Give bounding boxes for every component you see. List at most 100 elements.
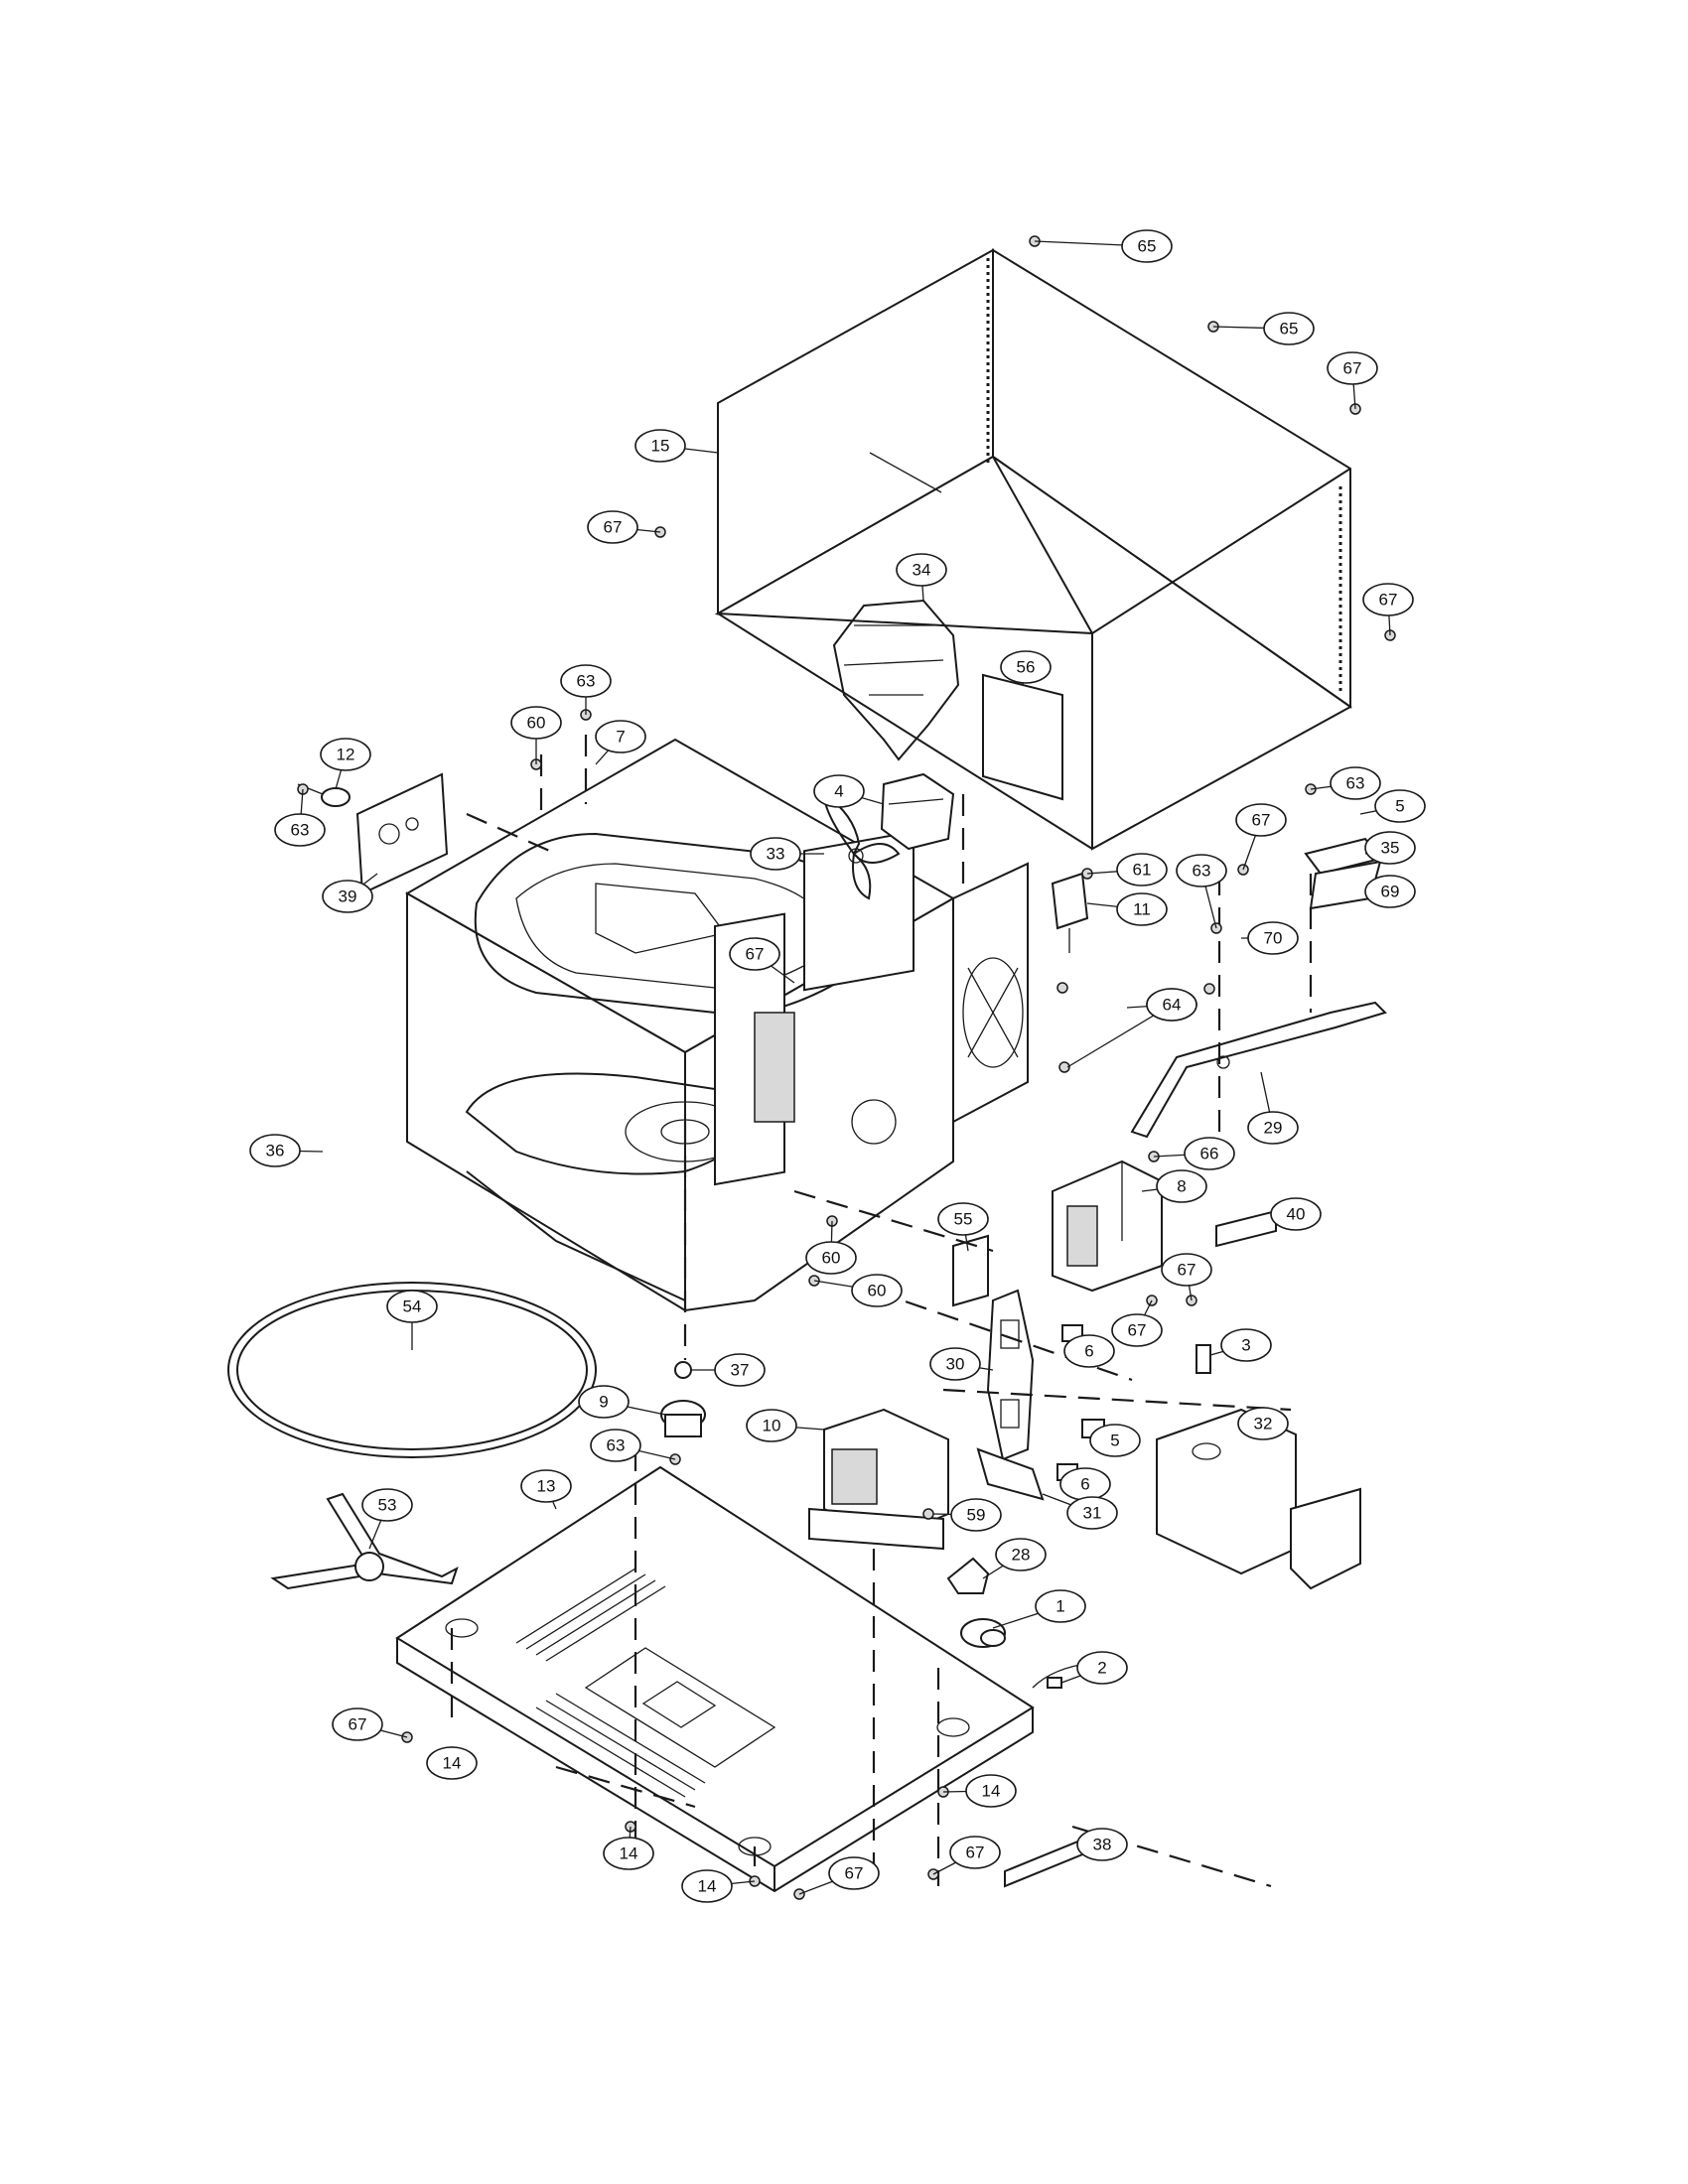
callout-12: 12	[320, 738, 371, 771]
callout-67: 67	[1327, 351, 1378, 385]
callout-14: 14	[603, 1837, 654, 1870]
waveguide-cover-34	[832, 599, 960, 761]
callout-label: 65	[1280, 320, 1299, 339]
callout-6: 6	[1059, 1467, 1111, 1501]
lamp-bracket-39	[355, 772, 449, 895]
callout-label: 55	[954, 1210, 973, 1229]
callout-label: 14	[620, 1844, 638, 1863]
callout-label: 67	[604, 518, 623, 537]
callout-63: 63	[590, 1429, 641, 1462]
callout-label: 69	[1381, 883, 1400, 901]
callout-5: 5	[1089, 1424, 1141, 1457]
callout-38: 38	[1076, 1828, 1128, 1861]
callout-65: 65	[1263, 312, 1315, 345]
callout-8: 8	[1156, 1169, 1207, 1203]
callout-label: 5	[1110, 1432, 1119, 1450]
callout-label: 67	[1178, 1261, 1196, 1280]
callout-label: 70	[1264, 929, 1283, 948]
callout-63: 63	[1330, 766, 1381, 800]
callout-labels: 6565671567346756636071263394336356735696…	[249, 229, 1426, 1903]
callout-56: 56	[1000, 650, 1052, 684]
callout-label: 6	[1080, 1475, 1089, 1494]
callout-label: 5	[1395, 797, 1404, 816]
callout-35: 35	[1364, 831, 1416, 865]
callout-label: 15	[651, 437, 670, 456]
callout-label: 54	[403, 1297, 422, 1316]
callout-label: 60	[822, 1249, 841, 1268]
callout-label: 67	[1343, 359, 1362, 378]
callout-label: 59	[967, 1506, 986, 1525]
callout-label: 63	[577, 672, 596, 691]
callout-31: 31	[1066, 1496, 1118, 1530]
callout-label: 34	[913, 561, 931, 580]
transformer-8	[1052, 1160, 1163, 1293]
callout-60: 60	[510, 706, 562, 740]
callout-64: 64	[1146, 988, 1197, 1022]
callout-label: 67	[1379, 591, 1398, 610]
callout-label: 4	[834, 782, 843, 801]
callout-60: 60	[805, 1241, 857, 1275]
callout-label: 2	[1097, 1659, 1106, 1678]
callout-61: 61	[1116, 853, 1168, 887]
callout-label: 13	[537, 1477, 556, 1496]
callout-label: 40	[1287, 1205, 1306, 1224]
callout-54: 54	[386, 1290, 438, 1323]
bracket-28	[946, 1557, 990, 1594]
callout-label: 9	[599, 1393, 608, 1412]
callout-69: 69	[1364, 875, 1416, 908]
callout-label: 11	[1133, 900, 1151, 919]
callout-15: 15	[634, 429, 686, 463]
callout-14: 14	[426, 1746, 478, 1780]
callout-label: 14	[698, 1877, 717, 1896]
callout-65: 65	[1121, 229, 1173, 263]
callout-label: 35	[1381, 839, 1400, 858]
callout-label: 33	[767, 845, 785, 864]
callout-67: 67	[1362, 583, 1414, 616]
outer-cabinet	[714, 248, 1352, 851]
callout-32: 32	[1237, 1407, 1289, 1440]
door-link-29	[1130, 1001, 1387, 1139]
label-55	[952, 1234, 989, 1307]
label-56	[982, 673, 1063, 801]
turntable-coupler-53	[270, 1492, 459, 1590]
coupler-37	[674, 1361, 692, 1379]
callout-label: 66	[1200, 1145, 1219, 1163]
air-guide-32	[1156, 1408, 1361, 1590]
callout-label: 64	[1163, 996, 1182, 1015]
callout-label: 31	[1083, 1504, 1102, 1523]
callout-label: 1	[1055, 1597, 1064, 1616]
callout-29: 29	[1247, 1111, 1299, 1145]
callout-53: 53	[361, 1488, 413, 1522]
callout-label: 3	[1241, 1336, 1250, 1355]
callout-66: 66	[1184, 1137, 1235, 1170]
callout-13: 13	[520, 1469, 572, 1503]
callout-63: 63	[274, 813, 326, 847]
hv-transformer-10	[808, 1408, 949, 1551]
turntable-motor-9	[660, 1400, 706, 1437]
callout-60: 60	[851, 1274, 903, 1307]
callout-2: 2	[1076, 1651, 1128, 1685]
callout-67: 67	[1235, 803, 1287, 837]
callout-3: 3	[1220, 1328, 1272, 1362]
callout-label: 63	[1193, 862, 1211, 881]
callout-30: 30	[929, 1347, 981, 1381]
callout-label: 63	[1346, 774, 1365, 793]
fuse-3	[1196, 1344, 1211, 1374]
callout-label: 14	[443, 1754, 462, 1773]
bar-40	[1215, 1209, 1277, 1248]
callout-11: 11	[1116, 892, 1168, 926]
callout-label: 6	[1084, 1342, 1093, 1361]
callout-label: 28	[1012, 1546, 1031, 1565]
callout-label: 39	[339, 887, 357, 906]
callout-label: 37	[731, 1361, 750, 1380]
callout-37: 37	[714, 1353, 766, 1387]
callout-label: 8	[1177, 1177, 1186, 1196]
callout-5: 5	[1374, 789, 1426, 823]
callout-9: 9	[578, 1385, 630, 1419]
callout-67: 67	[828, 1856, 880, 1890]
callout-label: 67	[966, 1843, 985, 1862]
callout-label: 60	[868, 1282, 887, 1300]
callout-14: 14	[681, 1869, 733, 1903]
callout-34: 34	[896, 553, 947, 587]
